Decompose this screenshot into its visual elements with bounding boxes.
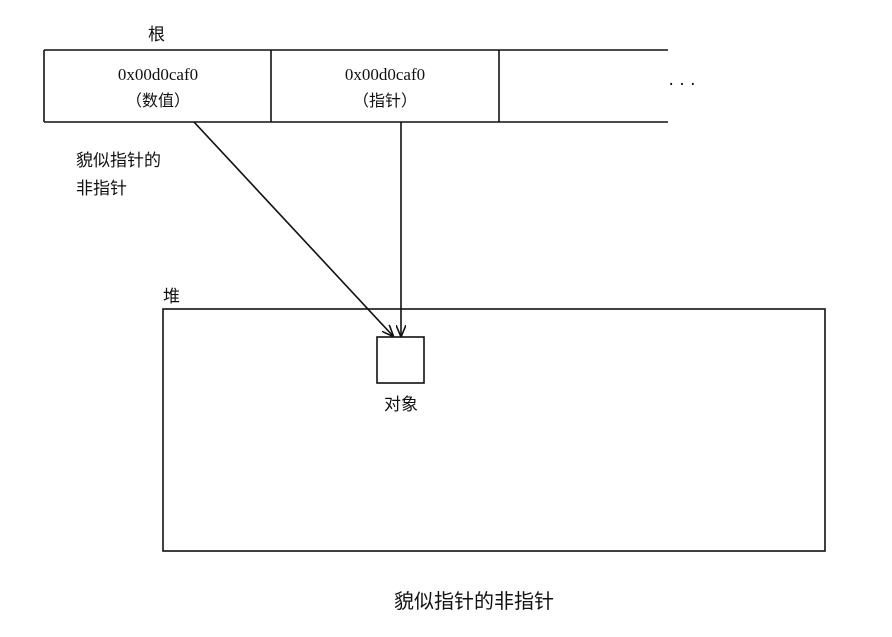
root-array bbox=[43, 49, 668, 123]
heap-label: 堆 bbox=[163, 287, 180, 307]
annotation-line-1: 貌似指针的 bbox=[76, 151, 161, 171]
object-label: 对象 bbox=[384, 395, 418, 415]
cell-pointer-text: 0x00d0caf0 bbox=[345, 65, 425, 84]
cell-value-text: 0x00d0caf0 bbox=[118, 65, 198, 84]
root-label: 根 bbox=[148, 25, 165, 45]
root-cell-value: 0x00d0caf0 （数值） bbox=[118, 65, 198, 110]
cell-pointer-note: （指针） bbox=[353, 91, 417, 110]
object-box bbox=[376, 336, 425, 384]
figure-caption: 貌似指针的非指针 bbox=[394, 589, 554, 613]
root-cell-pointer: 0x00d0caf0 （指针） bbox=[345, 65, 425, 110]
false-pointer-arrow bbox=[193, 121, 393, 336]
cell-value-note: （数值） bbox=[126, 91, 190, 110]
annotation-line-2: 非指针 bbox=[76, 179, 127, 199]
heap-region bbox=[162, 308, 826, 552]
ellipsis: · · · bbox=[668, 75, 695, 95]
